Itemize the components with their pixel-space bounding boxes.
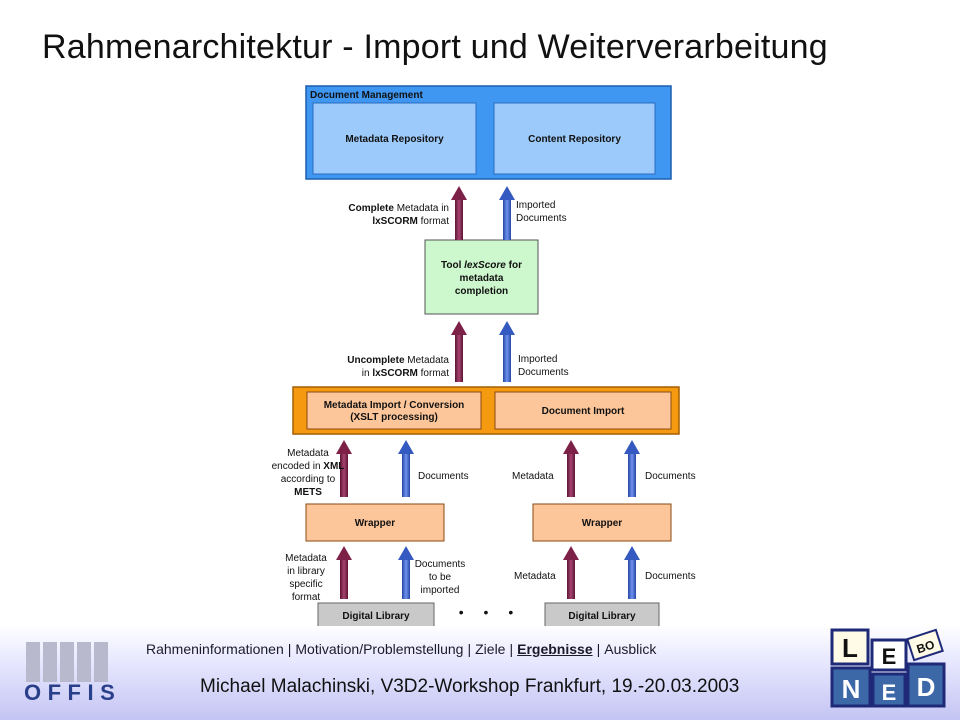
lned-logo: L E BO N E D bbox=[830, 628, 946, 708]
metadata-arrow-tool-to-repository bbox=[451, 186, 467, 240]
wrapper-right-box: Wrapper bbox=[532, 503, 672, 542]
metadata-arrow-library-left-to-wrapper bbox=[336, 546, 352, 599]
edge-labels: Complete Metadata in lxSCORM format Impo… bbox=[272, 200, 696, 603]
metadata-arrow-wrapper-left-to-import bbox=[336, 440, 352, 497]
documents-to-import-label-line1: Documents bbox=[415, 559, 466, 570]
document-arrow-tool-to-repository bbox=[499, 186, 515, 240]
digital-library-left-box: Digital Library bbox=[317, 602, 435, 626]
architecture-diagram: Document Management Metadata Repository … bbox=[272, 85, 696, 626]
wrapper-right-label: Wrapper bbox=[582, 518, 622, 529]
xml-metadata-label-line3: according to bbox=[281, 474, 336, 485]
metadata-arrow-import-to-tool bbox=[451, 321, 467, 382]
document-arrow-import-to-tool bbox=[499, 321, 515, 382]
documents-right-upper-label: Documents bbox=[645, 471, 696, 482]
logo-letter-e-bottom: E bbox=[882, 680, 897, 705]
document-management-label: Document Management bbox=[310, 90, 423, 101]
digital-library-left-label: Digital Library bbox=[342, 611, 410, 622]
tool-label-line3: completion bbox=[455, 286, 508, 297]
tool-label-line1: Tool lexScore for bbox=[441, 260, 522, 271]
xml-metadata-label-line4: METS bbox=[294, 487, 322, 498]
document-arrow-wrapper-left-to-import bbox=[398, 440, 414, 497]
imported-documents-mid-line1: Imported bbox=[518, 354, 557, 365]
footer-bar bbox=[0, 626, 960, 720]
metadata-import-label-line1: Metadata Import / Conversion bbox=[324, 400, 465, 411]
library-metadata-label-line2: in library bbox=[287, 566, 325, 577]
complete-metadata-label-line1: Complete Metadata in bbox=[348, 203, 449, 214]
metadata-right-upper-label: Metadata bbox=[512, 471, 554, 482]
logo-letter-bo: BO bbox=[915, 637, 936, 656]
complete-metadata-label-line2: lxSCORM format bbox=[372, 216, 449, 227]
uncomplete-metadata-label-line1: Uncomplete Metadata bbox=[347, 355, 449, 366]
digital-library-right-label: Digital Library bbox=[568, 611, 636, 622]
wrapper-left-box: Wrapper bbox=[305, 503, 445, 542]
import-layer-box: Metadata Import / Conversion (XSLT proce… bbox=[292, 386, 680, 435]
nav-separator: | bbox=[596, 641, 601, 657]
digital-library-right-box: Digital Library bbox=[544, 602, 660, 626]
tool-label-line2: metadata bbox=[460, 273, 504, 284]
content-repository-label: Content Repository bbox=[528, 134, 621, 145]
nav-separator: | bbox=[467, 641, 472, 657]
uncomplete-metadata-label-line2: in lxSCORM format bbox=[362, 368, 449, 379]
imported-documents-top-line2: Documents bbox=[516, 213, 567, 224]
nav-item-ergebnisse[interactable]: Ergebnisse bbox=[517, 641, 593, 657]
metadata-arrow-wrapper-right-to-import bbox=[563, 440, 579, 497]
logo-letter-l: L bbox=[842, 633, 858, 663]
offis-logo: OFFIS bbox=[24, 642, 114, 705]
ellipsis-more-libraries: • • • bbox=[459, 604, 521, 620]
metadata-right-lower-label: Metadata bbox=[514, 571, 556, 582]
nav-item-ausblick[interactable]: Ausblick bbox=[604, 641, 657, 657]
metadata-repository-label: Metadata Repository bbox=[345, 134, 444, 145]
metadata-arrow-library-right-to-wrapper bbox=[563, 546, 579, 599]
documents-to-import-label-line3: imported bbox=[421, 585, 460, 596]
xml-metadata-label-line2: encoded in XML bbox=[272, 461, 345, 472]
library-metadata-label-line1: Metadata bbox=[285, 553, 327, 564]
nav-separator: | bbox=[509, 641, 514, 657]
xml-metadata-label-line1: Metadata bbox=[287, 448, 329, 459]
logo-letter-n: N bbox=[842, 674, 861, 704]
documents-right-lower-label: Documents bbox=[645, 571, 696, 582]
lexscore-tool-box: Tool lexScore for metadata completion bbox=[424, 239, 539, 315]
logo-letter-d: D bbox=[917, 672, 936, 702]
slide-title: Rahmenarchitektur - Import und Weiterver… bbox=[42, 28, 828, 66]
logo-letter-e-top: E bbox=[882, 644, 897, 669]
breadcrumb-nav: Rahmeninformationen|Motivation/Problemst… bbox=[146, 641, 656, 657]
document-management-box: Document Management Metadata Repository … bbox=[305, 85, 672, 180]
imported-documents-mid-line2: Documents bbox=[518, 367, 569, 378]
nav-item-ziele[interactable]: Ziele bbox=[475, 641, 506, 657]
library-metadata-label-line4: format bbox=[292, 592, 321, 603]
document-import-label: Document Import bbox=[542, 406, 625, 417]
arrows bbox=[336, 186, 640, 599]
nav-item-rahmeninformationen[interactable]: Rahmeninformationen bbox=[146, 641, 284, 657]
imported-documents-top-line1: Imported bbox=[516, 200, 555, 211]
document-arrow-library-right-to-wrapper bbox=[624, 546, 640, 599]
metadata-import-label-line2: (XSLT processing) bbox=[350, 412, 438, 423]
document-arrow-wrapper-right-to-import bbox=[624, 440, 640, 497]
presenter-info: Michael Malachinski, V3D2-Workshop Frank… bbox=[200, 676, 740, 697]
document-arrow-library-left-to-wrapper bbox=[398, 546, 414, 599]
documents-to-import-label-line2: to be bbox=[429, 572, 452, 583]
wrapper-left-label: Wrapper bbox=[355, 518, 395, 529]
offis-logo-text: OFFIS bbox=[24, 680, 114, 705]
nav-item-motivation[interactable]: Motivation/Problemstellung bbox=[295, 641, 464, 657]
library-metadata-label-line3: specific bbox=[289, 579, 322, 590]
documents-left-upper-label: Documents bbox=[418, 471, 469, 482]
nav-separator: | bbox=[287, 641, 292, 657]
